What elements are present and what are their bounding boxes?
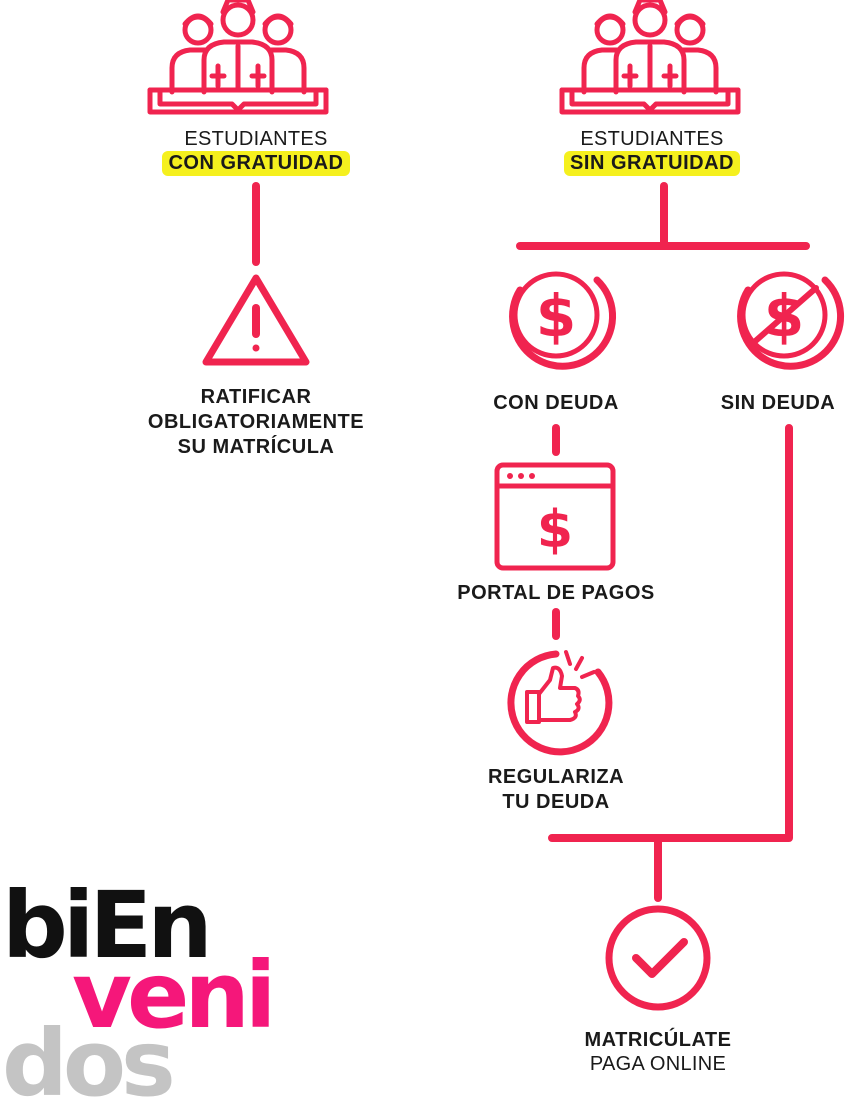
left-action-line1: RATIFICAR [200, 386, 312, 408]
con-deuda-label: CON DEUDA [493, 392, 619, 414]
final-line1: MATRICÚLATE [584, 1029, 732, 1051]
svg-text:$: $ [536, 282, 576, 350]
browser-dollar-icon: $ [494, 462, 616, 571]
regulariza-line2: TU DEUDA [502, 791, 610, 813]
students-sin-gratuidad-icon [562, 0, 738, 112]
left-action-line3: SU MATRÍCULA [177, 436, 335, 458]
connector-sin-deuda [548, 424, 793, 842]
right-header-line1: ESTUDIANTES [580, 128, 724, 150]
portal-de-pagos-label: PORTAL DE PAGOS [457, 582, 655, 604]
no-dollar-circle-icon: $ [737, 271, 845, 370]
warning-triangle-icon [202, 274, 310, 366]
dollar-circle-icon: $ [509, 271, 617, 370]
logo-line3: dos [2, 1010, 176, 1117]
left-action-line2: OBLIGATORIAMENTE [147, 411, 365, 433]
left-header-highlight-wrap: CON GRATUIDAD [116, 151, 396, 176]
left-header-line1: ESTUDIANTES [184, 128, 328, 150]
thumbs-up-circle-icon [507, 650, 613, 756]
right-header-line2: SIN GRATUIDAD [564, 151, 740, 176]
final-line2: PAGA ONLINE [589, 1053, 727, 1075]
left-header-line2: CON GRATUIDAD [162, 151, 350, 176]
checkmark-circle-icon [605, 905, 711, 1011]
right-header-highlight-wrap: SIN GRATUIDAD [512, 151, 792, 176]
regulariza-line1: REGULARIZA [487, 766, 625, 788]
sin-deuda-label: SIN DEUDA [720, 392, 836, 414]
students-con-gratuidad-icon [150, 0, 326, 112]
logo-line2: veni [72, 942, 276, 1049]
logo-line1: biEn [2, 872, 213, 979]
svg-text:$: $ [537, 500, 573, 560]
